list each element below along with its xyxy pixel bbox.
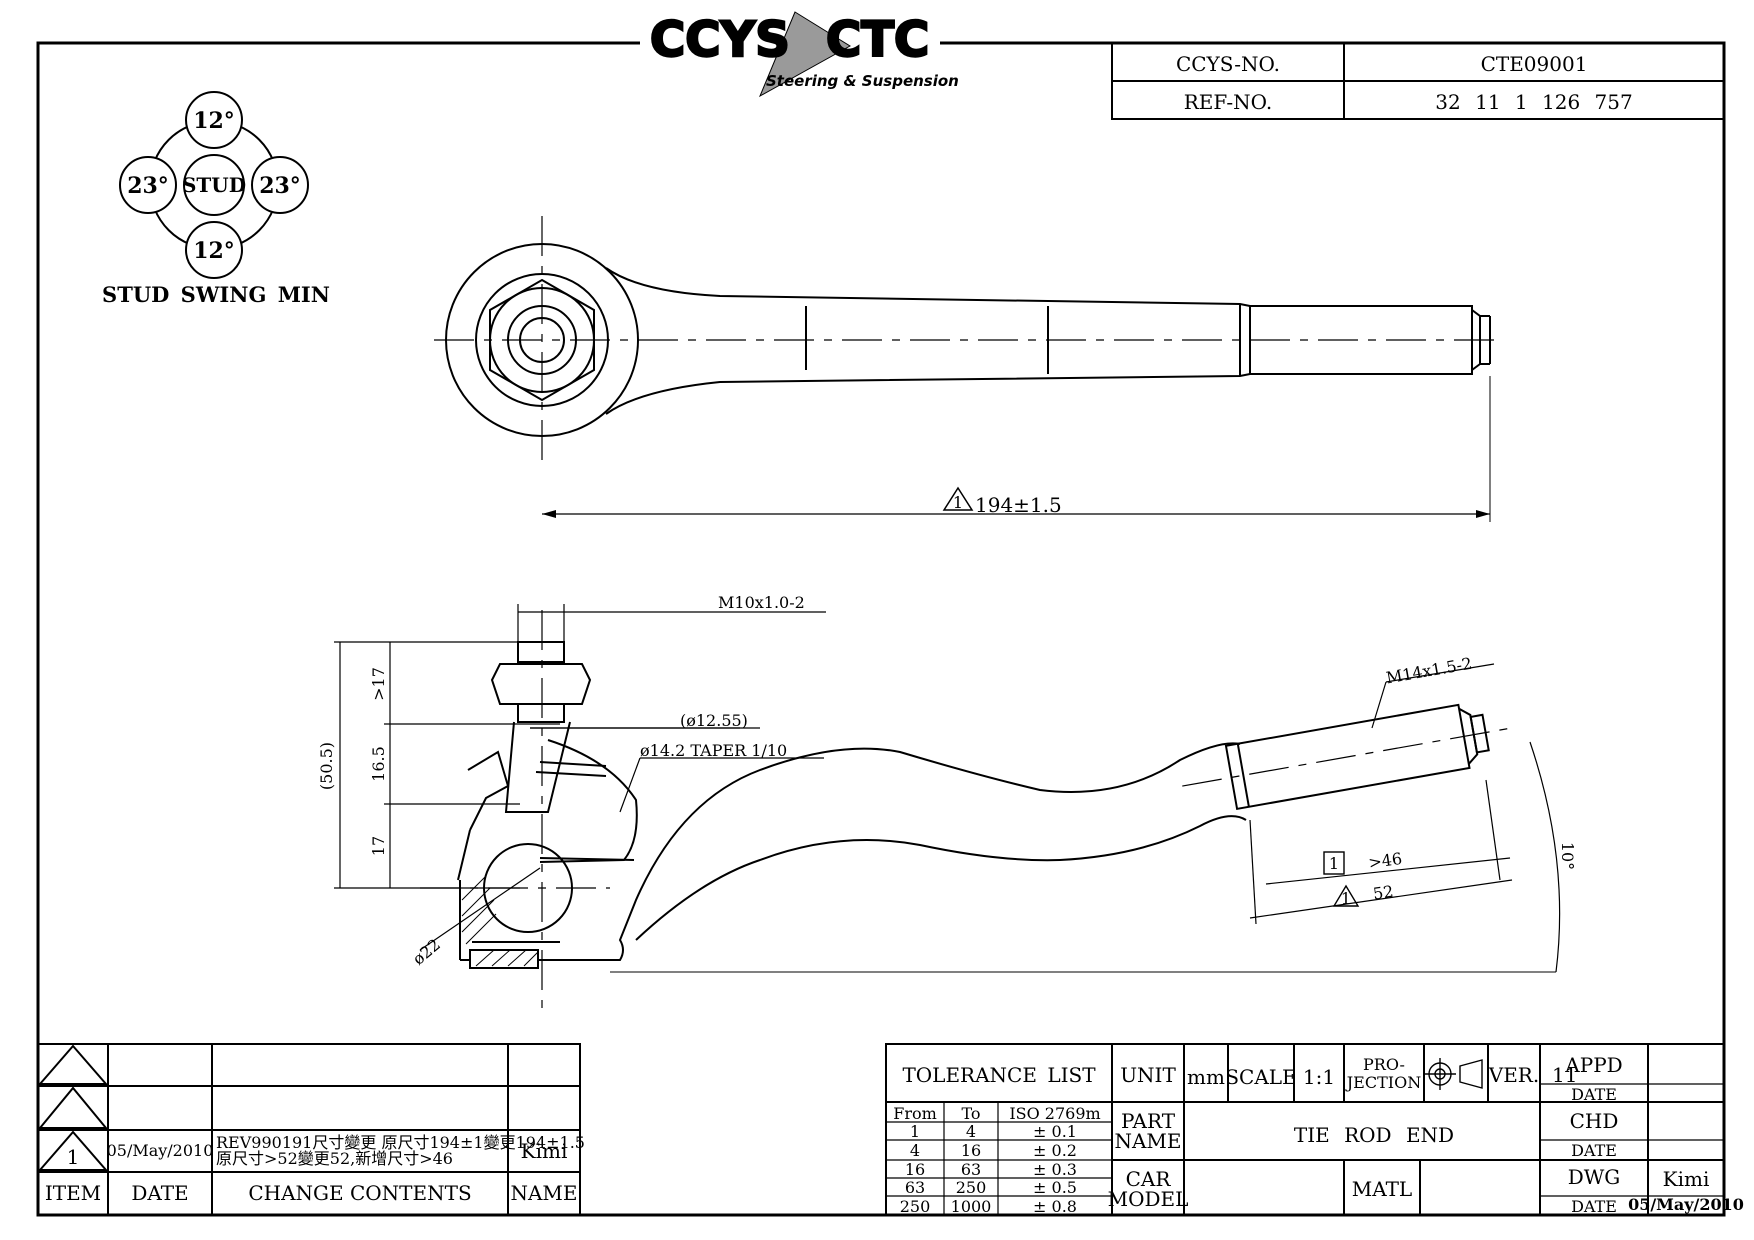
overall-length-value: 194±1.5 [975,493,1062,517]
height-2-label: 16.5 [369,746,388,782]
car-model-label-2: MODEL [1108,1187,1189,1211]
swing-center: STUD [182,173,246,197]
logo-right-text: CTC [826,12,929,68]
length-min-label: >46 [1367,849,1403,873]
tolerance-cell: ± 0.3 [1033,1160,1077,1179]
logo-left-text: CCYS [650,12,790,68]
drawn-value: Kimi [1663,1167,1710,1191]
tolerance-cell: 16 [905,1160,925,1179]
ref-no-value: 32 11 1 126 757 [1435,90,1632,114]
version-value: 11 [1552,1063,1577,1087]
tolerance-cell: ± 0.5 [1033,1178,1077,1197]
tolerance-cell: 4 [966,1122,976,1141]
tolerance-header-to: To [961,1104,980,1123]
version-label: VER. [1488,1063,1539,1087]
checked-date-label: DATE [1571,1141,1617,1160]
tolerance-header-from: From [893,1104,937,1123]
revision-change-line1: REV990191尺寸變更 原尺寸194±1變更194±1.5 [216,1133,585,1152]
revision-header-item: ITEM [45,1181,101,1205]
swing-left: 23° [127,173,169,199]
material-label: MATL [1352,1177,1412,1201]
revision-header-change: CHANGE CONTENTS [248,1181,471,1205]
ccys-no-value: CTE09001 [1481,52,1588,76]
side-view-labels: M10x1.0-2 (ø12.55) ø14.2 TAPER 1/10 (50.… [317,593,1577,969]
projection-label-2: JECTION [1345,1073,1421,1092]
taper-label: ø14.2 TAPER 1/10 [640,741,787,760]
title-block: UNIT mm SCALE 1:1 PRO- JECTION VER. 11 P… [1108,1043,1744,1216]
header-number-block: CCYS-NO. CTE09001 REF-NO. 32 11 1 126 75… [1111,42,1725,120]
revision-item: 1 [67,1145,80,1169]
thread-top-label: M10x1.0-2 [718,593,805,612]
tolerance-cell: 63 [905,1178,925,1197]
revision-date: 05/May/2010 [107,1141,214,1160]
tolerance-cell: 16 [961,1141,981,1160]
stud-swing-diagram: 12° 12° 23° 23° STUD STUD SWING MIN [102,91,330,307]
scale-value: 1:1 [1303,1065,1335,1089]
overall-length-dim: 1 194±1.5 [942,486,1062,517]
logo-tagline: Steering & Suspension [766,72,959,90]
side-view-dimensions [334,604,1561,973]
dia-label: (ø12.55) [680,711,748,730]
part-name-value: TIE ROD END [1294,1123,1454,1147]
length-mark: 1 [1341,889,1351,908]
revision-name: Kimi [521,1139,568,1163]
car-model-label-1: CAR [1126,1167,1172,1191]
swing-caption: STUD SWING MIN [102,282,330,307]
tolerance-cell: ± 0.2 [1033,1141,1077,1160]
part-name-label-2: NAME [1114,1129,1181,1153]
tolerance-cell: ± 0.1 [1033,1122,1077,1141]
revision-header-date: DATE [131,1181,188,1205]
tolerance-header-iso: ISO 2769m [1009,1104,1100,1123]
drawn-date-value: 05/May/2010 [1628,1195,1744,1214]
top-view [434,216,1500,522]
part-name-label-1: PART [1121,1109,1176,1133]
overall-length-mark: 1 [953,493,963,512]
tolerance-cell: 4 [910,1141,920,1160]
projection-label-1: PRO- [1363,1055,1405,1074]
tolerance-table: TOLERANCE LIST From To ISO 2769m 1 4 ± 0… [885,1043,1113,1216]
height-3-label: 17 [369,836,388,856]
swing-bottom: 12° [193,238,235,264]
length-min-mark: 1 [1329,854,1339,873]
swing-top: 12° [193,108,235,134]
ref-no-label: REF-NO. [1184,90,1272,114]
tolerance-cell: 250 [900,1197,931,1216]
approved-label: APPD [1564,1053,1622,1077]
tolerance-cell: ± 0.8 [1033,1197,1077,1216]
unit-label: UNIT [1120,1063,1176,1087]
approved-date-label: DATE [1571,1085,1617,1104]
unit-value: mm [1187,1065,1225,1089]
scale-label: SCALE [1225,1065,1296,1089]
tolerance-cell: 63 [961,1160,981,1179]
revision-table: 1 05/May/2010 REV990191尺寸變更 原尺寸194±1變更19… [37,1043,585,1216]
drawn-date-label: DATE [1571,1197,1617,1216]
height-1-label: >17 [369,667,388,701]
angle-label: 10° [1558,842,1577,870]
company-logo: CCYS CTC Steering & Suspension [640,10,959,98]
ccys-no-label: CCYS-NO. [1176,52,1280,76]
tolerance-cell: 1000 [951,1197,992,1216]
swing-right: 23° [259,173,301,199]
checked-label: CHD [1570,1109,1619,1133]
height-total-label: (50.5) [317,742,336,790]
projection-icon [1424,1058,1483,1090]
revision-change-line2: 原尺寸>52變更52,新增尺寸>46 [216,1149,453,1168]
tolerance-cell: 250 [956,1178,987,1197]
drawn-label: DWG [1568,1165,1621,1189]
tolerance-cell: 1 [910,1122,920,1141]
tolerance-title: TOLERANCE LIST [902,1063,1096,1087]
length-label: 52 [1372,882,1395,904]
revision-header-name: NAME [510,1181,577,1205]
